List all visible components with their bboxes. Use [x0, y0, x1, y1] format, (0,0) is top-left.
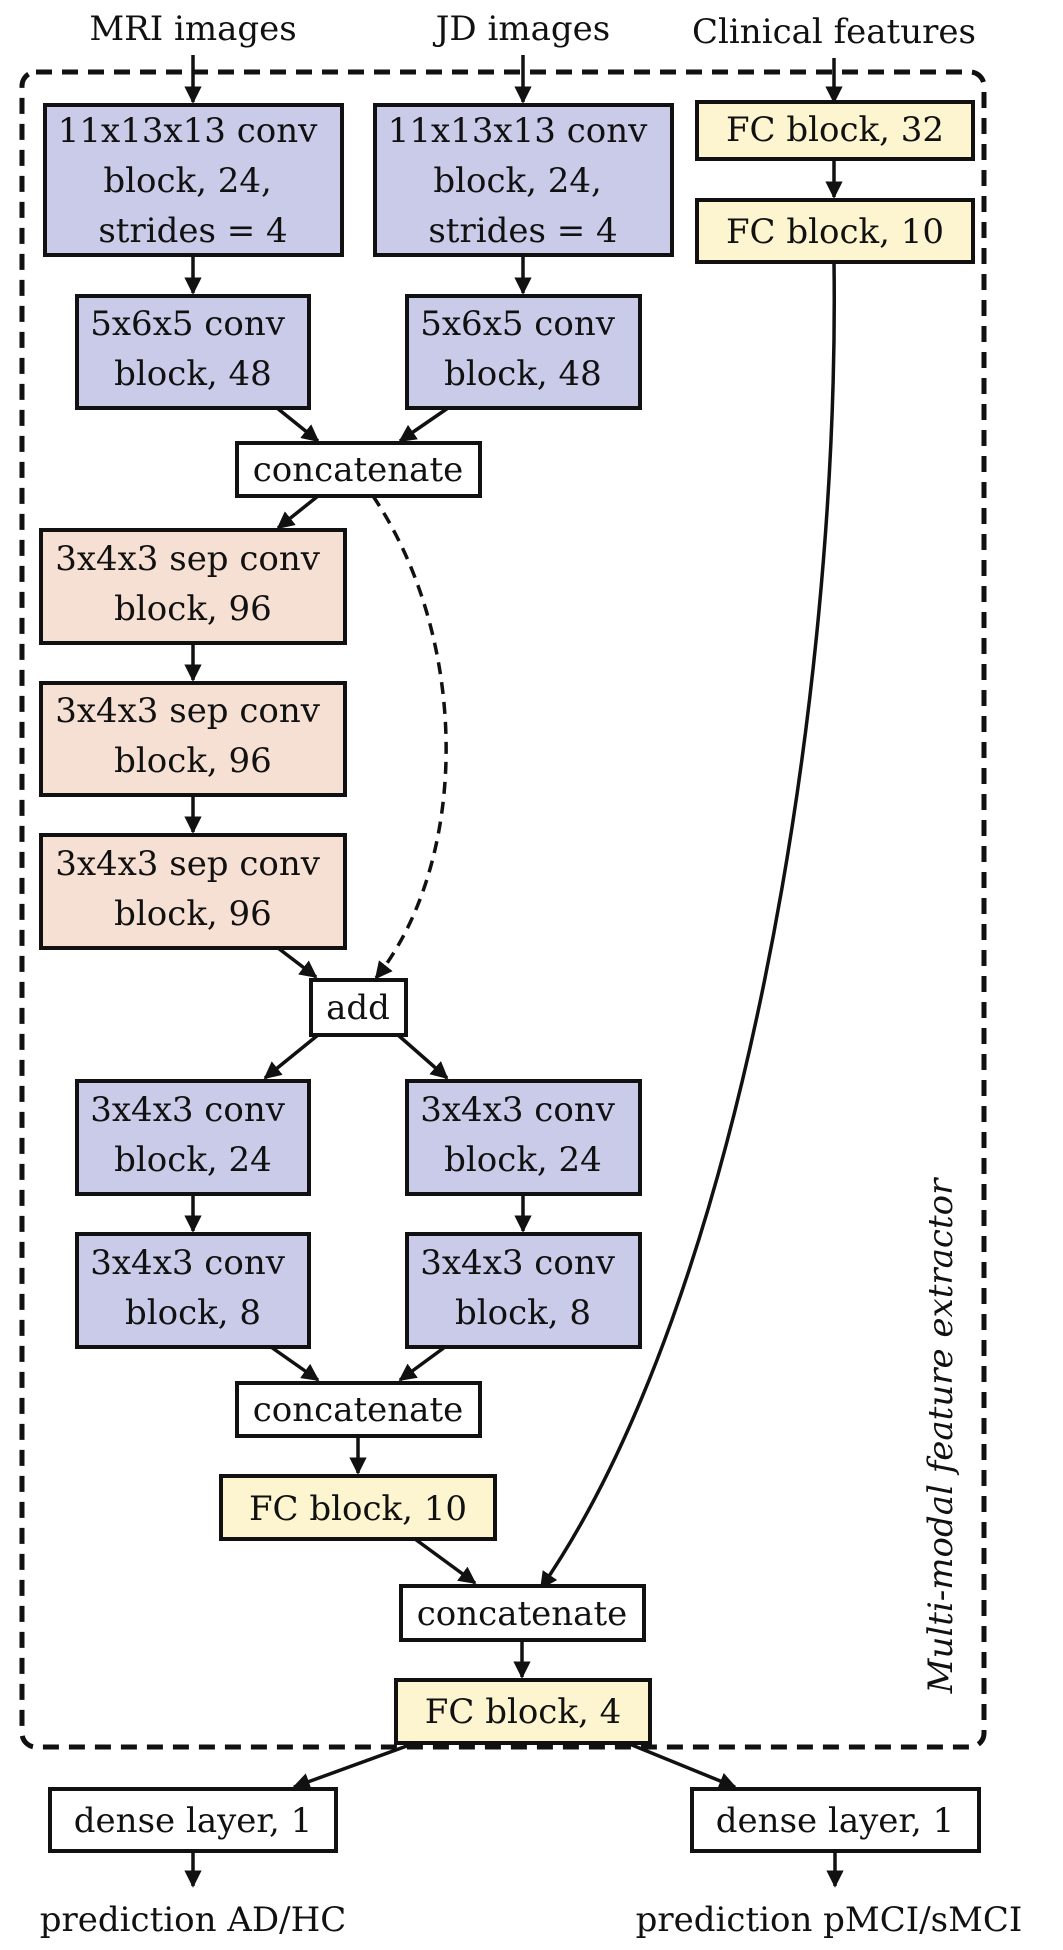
node-text: add — [326, 988, 390, 1028]
svg-text:3x4x3 sep conv block, 96: 3x4x3 sep conv block, 96 — [55, 691, 331, 781]
svg-text:3x4x3 conv block, 8: 3x4x3 conv block, 8 — [90, 1243, 295, 1333]
node-text: strides = 4 — [98, 211, 287, 251]
node-text: FC block, 32 — [726, 110, 944, 150]
node-text: FC block, 4 — [425, 1692, 621, 1732]
node-jd-conv1: 11x13x13 conv block, 24, strides = 4 — [373, 103, 674, 257]
node-sep-conv-3: 3x4x3 sep conv block, 96 — [39, 833, 347, 950]
feature-extractor-frame — [19, 69, 987, 1750]
node-text: 11x13x13 conv — [58, 111, 318, 151]
output-label-ad-hc: prediction AD/HC — [40, 1900, 346, 1940]
node-text: block, 48 — [114, 354, 272, 394]
node-text: 3x4x3 conv — [90, 1090, 285, 1130]
node-text: 3x4x3 sep conv — [55, 691, 321, 731]
node-sep-conv-1: 3x4x3 sep conv block, 96 — [39, 528, 347, 645]
svg-text:3x4x3 conv block, 24: 3x4x3 conv block, 24 — [90, 1090, 295, 1180]
node-text: block, 8 — [455, 1293, 591, 1333]
node-text: concatenate — [253, 1390, 463, 1430]
node-jd-conv2: 5x6x5 conv block, 48 — [405, 294, 642, 410]
node-text: 3x4x3 sep conv — [55, 539, 321, 579]
node-text: 5x6x5 conv — [90, 304, 285, 344]
node-text: 3x4x3 conv — [420, 1090, 615, 1130]
node-text: block, 96 — [114, 894, 272, 934]
node-mri-conv2: 5x6x5 conv block, 48 — [75, 294, 311, 410]
edge-concat1-sep1 — [276, 494, 320, 530]
node-text: dense layer, 1 — [716, 1801, 954, 1841]
node-text: 3x4x3 conv — [420, 1243, 615, 1283]
node-concatenate-3: concatenate — [399, 1584, 646, 1642]
edge-jd-conv2-concat1 — [398, 406, 449, 443]
node-fc-4: FC block, 4 — [394, 1678, 652, 1745]
node-text: 11x13x13 conv — [388, 111, 648, 151]
node-text: 3x4x3 sep conv — [55, 844, 321, 884]
node-right-conv-24: 3x4x3 conv block, 24 — [405, 1079, 642, 1196]
node-add: add — [309, 978, 408, 1037]
node-text: strides = 4 — [428, 211, 617, 251]
node-text: block, 24 — [114, 1140, 272, 1180]
svg-text:3x4x3 conv block, 8: 3x4x3 conv block, 8 — [420, 1243, 625, 1333]
node-text: 5x6x5 conv — [420, 304, 615, 344]
edge-sep3-add — [276, 946, 318, 979]
node-text: FC block, 10 — [726, 212, 944, 252]
svg-text:3x4x3 conv block, 24: 3x4x3 conv block, 24 — [420, 1090, 625, 1180]
output-label-pmci-smci: prediction pMCI/sMCI — [636, 1900, 1023, 1940]
node-sep-conv-2: 3x4x3 sep conv block, 96 — [39, 681, 347, 797]
node-right-conv-8: 3x4x3 conv block, 8 — [405, 1232, 642, 1349]
edge-add-left-conv24 — [263, 1033, 320, 1080]
edge-fc10-concat3 — [413, 1537, 477, 1585]
node-fc-10-image: FC block, 10 — [219, 1474, 497, 1541]
node-text: concatenate — [417, 1594, 627, 1634]
node-dense-right: dense layer, 1 — [690, 1787, 981, 1853]
node-text: block, 24, — [103, 161, 271, 201]
node-text: 3x4x3 conv — [90, 1243, 285, 1283]
node-text: block, 96 — [114, 589, 272, 629]
node-fc-10-clinical: FC block, 10 — [695, 198, 975, 264]
node-text: block, 24 — [444, 1140, 602, 1180]
input-label-mri: MRI images — [89, 9, 296, 49]
svg-text:3x4x3 sep conv block, 96: 3x4x3 sep conv block, 96 — [55, 844, 331, 934]
input-label-jd: JD images — [433, 9, 610, 49]
edge-clinical-to-concat3 — [539, 261, 837, 1590]
node-fc-32: FC block, 32 — [695, 100, 975, 161]
node-left-conv-8: 3x4x3 conv block, 8 — [75, 1232, 311, 1349]
node-concatenate-1: concatenate — [235, 441, 482, 498]
node-mri-conv1: 11x13x13 conv block, 24, strides = 4 — [43, 103, 344, 257]
feature-extractor-label: Multi-modal feature extractor — [921, 1177, 961, 1694]
edge-left-conv8-concat2 — [269, 1345, 320, 1382]
edge-fc4-dense-right — [626, 1741, 737, 1790]
svg-text:11x13x13 conv block, 24,: 11x13x13 conv block, 24, strides = 4 — [58, 111, 328, 251]
node-text: FC block, 10 — [249, 1489, 467, 1529]
node-text: block, 48 — [444, 354, 602, 394]
node-text: concatenate — [253, 450, 463, 490]
edge-skip-connection — [371, 495, 448, 980]
node-text: block, 8 — [125, 1293, 261, 1333]
node-left-conv-24: 3x4x3 conv block, 24 — [75, 1079, 311, 1196]
node-text: block, 24, — [433, 161, 601, 201]
svg-text:11x13x13 conv block, 24,: 11x13x13 conv block, 24, strides = 4 — [388, 111, 658, 251]
svg-text:3x4x3 sep conv block, 96: 3x4x3 sep conv block, 96 — [55, 539, 331, 629]
svg-text:5x6x5 conv block, 48: 5x6x5 conv block, 48 — [90, 304, 295, 394]
edge-fc4-dense-left — [292, 1741, 416, 1790]
edge-mri-conv2-concat1 — [275, 406, 320, 443]
node-text: block, 96 — [114, 741, 272, 781]
node-concatenate-2: concatenate — [235, 1381, 482, 1438]
input-label-clinical: Clinical features — [692, 12, 976, 52]
node-dense-left: dense layer, 1 — [48, 1787, 338, 1853]
svg-text:5x6x5 conv block, 48: 5x6x5 conv block, 48 — [420, 304, 625, 394]
edge-right-conv8-concat2 — [398, 1345, 447, 1382]
node-text: dense layer, 1 — [74, 1801, 312, 1841]
edge-add-right-conv24 — [396, 1033, 449, 1080]
